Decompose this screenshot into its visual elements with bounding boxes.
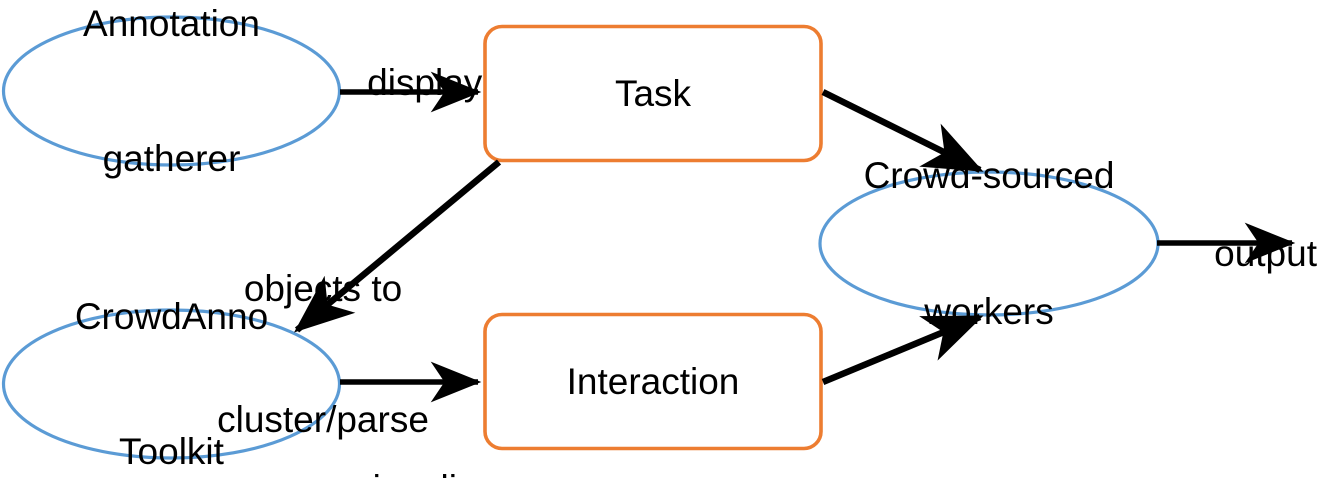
node-shape-task[interactable] bbox=[483, 24, 823, 163]
edge-interaction-to-workers-arrow bbox=[821, 313, 984, 386]
edge-label-output-text: output bbox=[1214, 232, 1317, 274]
edge-label-display: display bbox=[326, 17, 482, 148]
edge-objects-to-cluster-parse-arrow bbox=[294, 159, 502, 333]
node-shape-interaction[interactable] bbox=[483, 312, 823, 451]
edge-label-output: output bbox=[1173, 188, 1323, 319]
edge-label-visualize-text: visualize bbox=[354, 468, 496, 478]
edge-task-to-workers-arrow bbox=[821, 89, 984, 173]
node-shape-annotation-gatherer[interactable] bbox=[1, 15, 342, 167]
edge-label-objects-to-cluster-parse: objects to cluster/parse bbox=[178, 180, 468, 478]
edge-label-objects-to-cluster-parse-line2: cluster/parse bbox=[217, 399, 429, 441]
node-shape-crowd-sourced-workers[interactable] bbox=[818, 170, 1160, 317]
edge-label-visualize: visualize bbox=[313, 423, 496, 478]
edge-label-objects-to-cluster-parse-line1: objects to bbox=[243, 268, 403, 310]
edge-label-display-text: display bbox=[367, 61, 483, 103]
node-shape-crowdanno-toolkit[interactable] bbox=[1, 308, 342, 460]
